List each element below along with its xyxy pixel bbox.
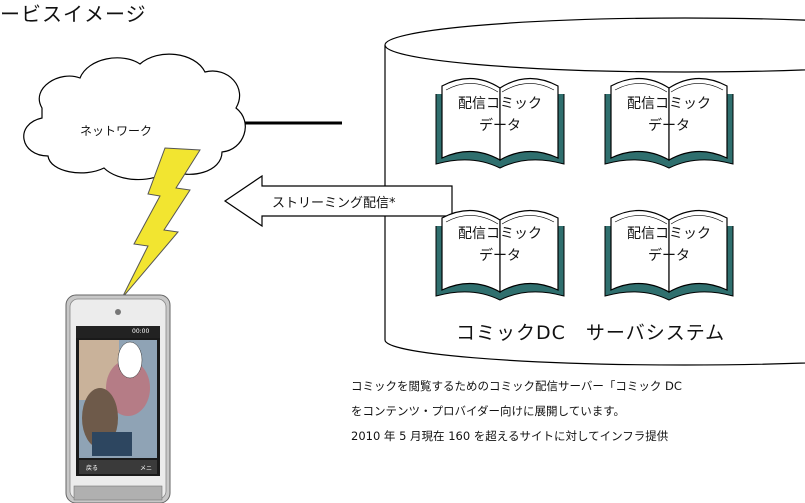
phone-icon <box>65 294 171 503</box>
phone-softkey-left: 戻る <box>86 465 99 472</box>
phone-softkey-right: メニ <box>140 465 153 472</box>
page-title: ービスイメージ <box>0 2 147 26</box>
lightning-bolt <box>121 147 201 299</box>
open-book-icon <box>435 209 565 301</box>
phone-clock: 00:00 <box>132 328 150 335</box>
book-label-line2: データ <box>648 248 690 264</box>
server-system-label: コミックDC サーバシステム <box>456 322 726 344</box>
streaming-arrow <box>223 174 453 228</box>
book-label: 配信コミック データ <box>613 93 725 137</box>
book-label: 配信コミック データ <box>444 93 556 137</box>
book-label: 配信コミック データ <box>613 223 725 267</box>
description-line-2: をコンテンツ・プロバイダー向けに展開しています。 <box>351 404 626 418</box>
network-cloud <box>23 53 246 181</box>
network-label: ネットワーク <box>80 124 153 138</box>
book-label-line2: データ <box>479 118 521 134</box>
book-label: 配信コミック データ <box>444 223 556 267</box>
description-line-1: コミックを閲覧するためのコミック配信サーバー「コミック DC <box>351 379 682 393</box>
open-book-icon <box>435 77 565 169</box>
book-label-line2: データ <box>648 118 690 134</box>
open-book-icon <box>604 209 734 301</box>
book-label-line1: 配信コミック <box>458 226 542 242</box>
book-label-line1: 配信コミック <box>627 96 711 112</box>
book-icons <box>435 77 734 301</box>
book-label-line1: 配信コミック <box>458 96 542 112</box>
streaming-label: ストリーミング配信* <box>272 196 396 211</box>
book-label-line2: データ <box>479 248 521 264</box>
description-line-3: 2010 年 5 月現在 160 を超えるサイトに対してインフラ提供 <box>351 429 669 443</box>
book-label-line1: 配信コミック <box>627 226 711 242</box>
open-book-icon <box>604 77 734 169</box>
